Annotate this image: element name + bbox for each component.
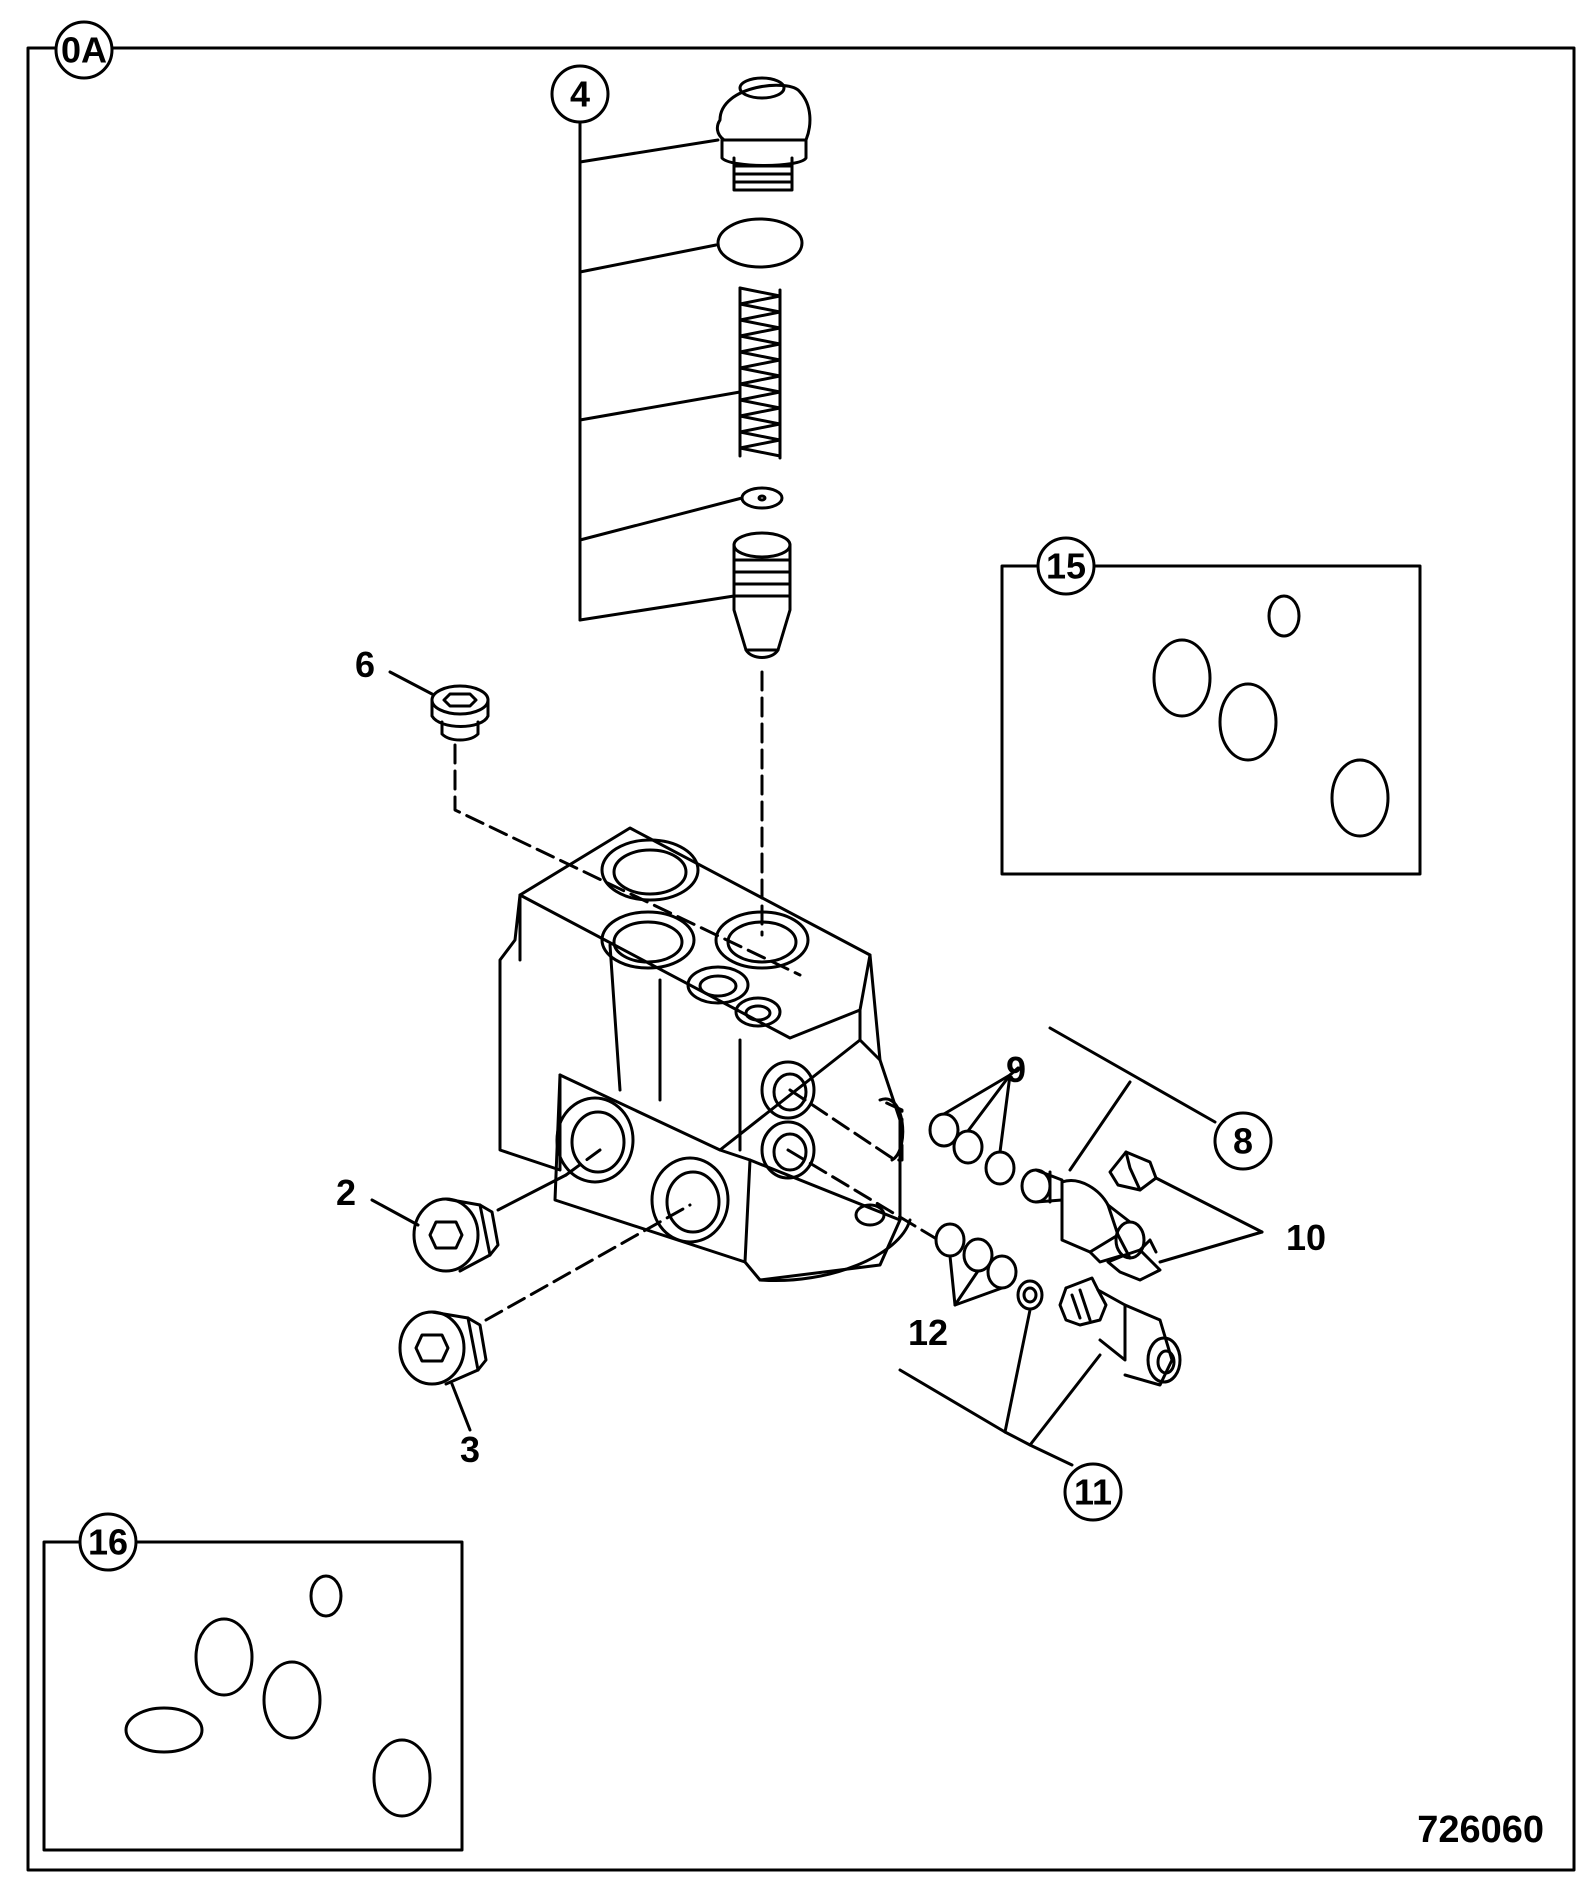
valve-body xyxy=(498,826,912,1283)
callout-2: 2 xyxy=(336,1172,356,1213)
callout-15: 15 xyxy=(1046,546,1086,587)
callout-circle-4 xyxy=(550,64,610,124)
callout-3: 3 xyxy=(460,1429,480,1470)
cartridge-item-11 xyxy=(898,1276,1182,1467)
o-rings-item-9 xyxy=(788,1026,1217,1186)
view-label: 0A xyxy=(61,30,107,71)
callout-circle-16 xyxy=(78,1512,138,1572)
relief-valve-stack xyxy=(578,76,812,937)
plug-item-2 xyxy=(370,1148,602,1273)
callout-circle-11 xyxy=(1063,1462,1123,1522)
callout-12: 12 xyxy=(908,1312,948,1353)
callout-9: 9 xyxy=(1006,1049,1026,1090)
callout-11: 11 xyxy=(1074,1472,1112,1513)
seal-kit-inset-15 xyxy=(1000,564,1422,876)
callout-10: 10 xyxy=(1286,1217,1326,1258)
callout-circle-8 xyxy=(1213,1111,1273,1171)
o-rings-item-12 xyxy=(786,1148,1018,1307)
clips-item-10 xyxy=(1106,1150,1264,1282)
callout-4: 4 xyxy=(570,74,590,115)
callout-8: 8 xyxy=(1233,1121,1253,1162)
figure-reference-number: 726060 xyxy=(1417,1809,1544,1851)
plug-item-6 xyxy=(388,670,802,977)
plug-item-3 xyxy=(398,1203,692,1432)
seal-kit-inset-16 xyxy=(42,1540,464,1852)
callout-6: 6 xyxy=(355,644,375,685)
callout-circle-15 xyxy=(1036,536,1096,596)
callout-16: 16 xyxy=(88,1522,128,1563)
view-label-badge xyxy=(54,20,114,80)
diagram-frame xyxy=(26,46,1576,1872)
sensor-item-8 xyxy=(1020,1168,1146,1264)
